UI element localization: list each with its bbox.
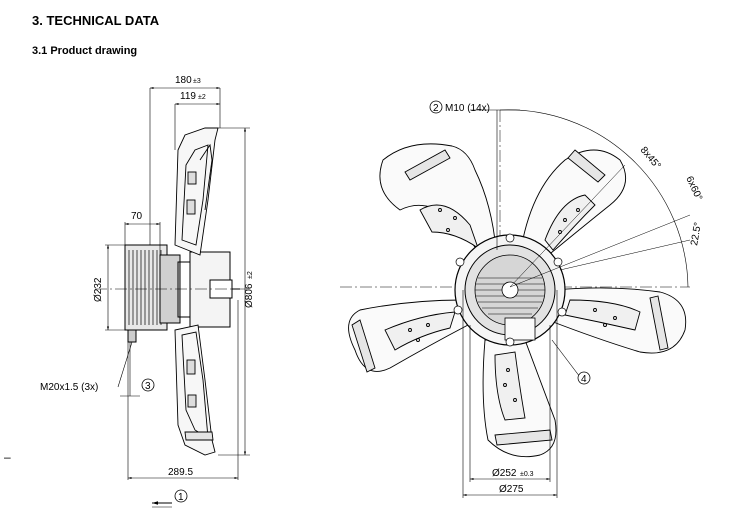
angle-60-label: 6x60° <box>683 175 704 203</box>
dim-806-tol: ±2 <box>247 271 254 279</box>
subsection-title: 3.1 Product drawing <box>32 45 138 57</box>
dim-289-label: 289.5 <box>168 467 193 478</box>
dim-119-label: 119 <box>180 91 196 102</box>
callout-1: 1 <box>174 489 188 503</box>
angle-45-label: 8x45° <box>638 145 663 172</box>
callout-1-label: 1 <box>178 492 184 503</box>
margin-mark: – <box>4 450 11 464</box>
callout-2-label: 2 <box>433 103 439 114</box>
blade-bottom <box>482 339 557 458</box>
dim-180-tol: ±3 <box>193 78 201 85</box>
callout-4-label: 4 <box>581 374 587 385</box>
dim-119-tol: ±2 <box>198 94 206 101</box>
front-view <box>340 109 691 498</box>
dim-806-label: Ø806 <box>244 283 255 308</box>
mount-label: M10 (14x) <box>445 103 490 114</box>
blade-right <box>547 287 687 354</box>
cable-gland <box>127 329 137 343</box>
dim-180-label: 180 <box>175 75 192 86</box>
thread-label: M20x1.5 (3x) <box>40 382 98 393</box>
angle-225-label: 22.5° <box>689 221 704 246</box>
hub-front <box>453 233 567 347</box>
dim-232-label: Ø232 <box>93 277 104 302</box>
dim-252-tol: ±0.3 <box>520 471 534 478</box>
blade-top-left <box>379 143 497 256</box>
dim-275-label: Ø275 <box>499 484 524 495</box>
blade-left <box>348 299 469 373</box>
callout-3-label: 3 <box>145 381 151 392</box>
callout-4: 4 <box>577 371 591 385</box>
motor-body-side <box>124 244 195 331</box>
dim-252-label: Ø252 <box>492 468 517 479</box>
side-view <box>95 86 250 508</box>
section-title: 3. TECHNICAL DATA <box>32 13 160 28</box>
blade-lower-side <box>174 324 216 456</box>
callout-3: 3 <box>141 378 155 392</box>
dim-70-label: 70 <box>131 211 143 222</box>
angle-arc <box>499 109 689 288</box>
callout-2: 2 <box>429 100 443 114</box>
blade-upper-side <box>174 127 219 256</box>
